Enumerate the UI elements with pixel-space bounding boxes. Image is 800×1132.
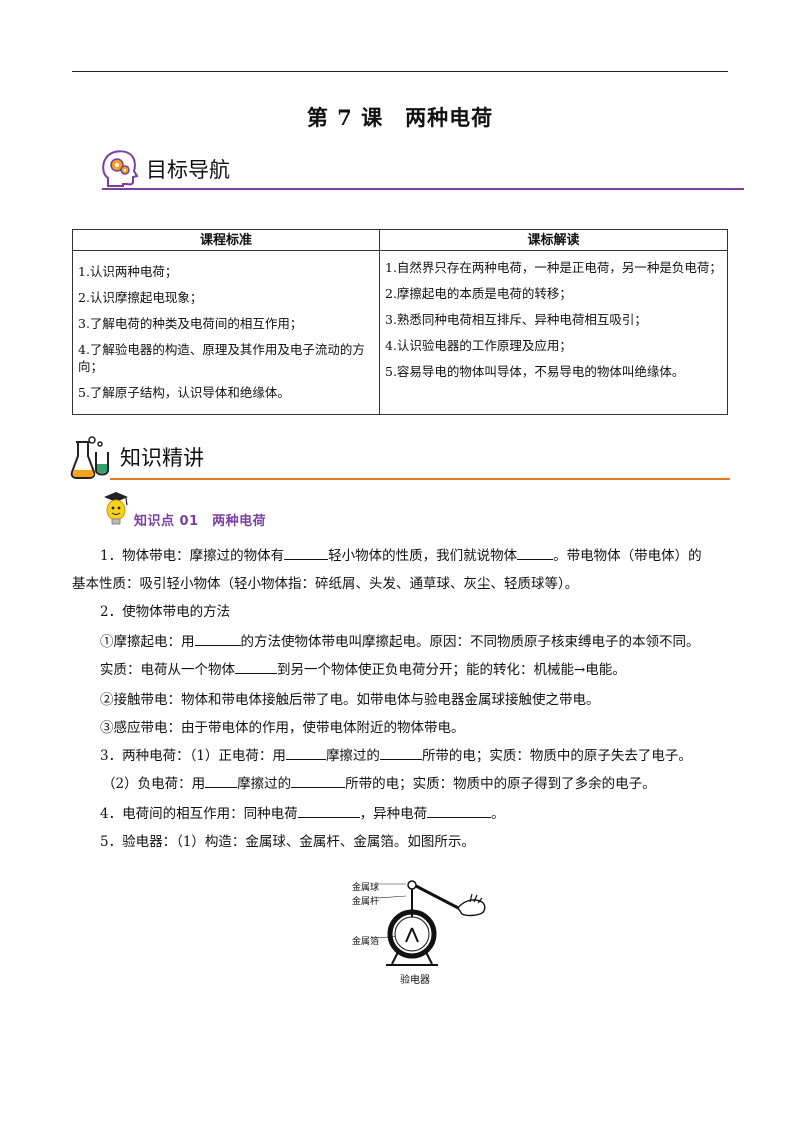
label-metal-rod: 金属杆	[352, 897, 380, 907]
text: 到另一个物体使正负电荷分开；能的转化：机械能→电能。	[277, 662, 626, 678]
paragraph: 3．两种电荷：（1）正电荷：用 摩擦过的 所带的电；实质：物质中的原子失去了电子。	[100, 744, 692, 764]
text: 。	[491, 806, 505, 822]
fill-blank	[291, 773, 346, 788]
text: 1．物体带电：摩擦过的物体有	[100, 548, 285, 564]
text: ①摩擦起电：用	[100, 634, 195, 650]
fill-blank	[517, 545, 554, 560]
paragraph: 2．使物体带电的方法	[100, 604, 231, 620]
paragraph: 4．电荷间的相互作用：同种电荷 ，异种电荷 。	[100, 802, 505, 822]
table-cell-interpretation: 1.自然界只存在两种电荷，一种是正电荷，另一种是负电荷； 2.摩擦起电的本质是电…	[379, 250, 728, 415]
list-item: 4.了解验电器的构造、原理及其作用及电子流动的方向；	[78, 342, 365, 374]
paragraph: 实质：电荷从一个物体 到另一个物体使正负电荷分开；能的转化：机械能→电能。	[100, 658, 626, 678]
section-title: 目标导航	[146, 158, 230, 182]
section-knowledge: 知识精讲	[70, 434, 730, 480]
fill-blank	[205, 773, 238, 788]
fill-blank	[427, 803, 492, 818]
section-rule	[102, 188, 744, 190]
table-cell-standards: 1.认识两种电荷； 2.认识摩擦起电现象； 3.了解电荷的种类及电荷间的相互作用…	[72, 250, 380, 415]
electroscope-figure: 金属球 金属杆 金属箔 验电器	[346, 872, 496, 986]
fill-blank	[297, 803, 360, 818]
knowledge-point-title: 知识点 01 两种电荷	[134, 514, 267, 529]
section-title: 知识精讲	[120, 446, 204, 470]
text: 的方法使物体带电叫摩擦起电。原因：不同物质原子核束缚电子的本领不同。	[240, 634, 700, 650]
scholar-bulb-icon	[104, 492, 128, 525]
list-item: 5.容易导电的物体叫导体，不易导电的物体叫绝缘体。	[385, 364, 685, 379]
text: 摩擦过的	[325, 748, 380, 764]
standards-table: 课程标准 课标解读 1.认识两种电荷； 2.认识摩擦起电现象； 3.了解电荷的种…	[72, 229, 728, 415]
text: 摩擦过的	[237, 776, 292, 792]
paragraph: （2）负电荷：用 摩擦过的 所带的电；实质：物质中的原子得到了多余的电子。	[102, 772, 656, 792]
section-goal-navigation: 目标导航	[98, 146, 748, 192]
fill-blank	[285, 745, 326, 760]
header-rule	[72, 71, 728, 72]
fill-blank	[235, 659, 277, 674]
electroscope-diagram	[377, 880, 486, 966]
table-row: 1.认识两种电荷； 2.认识摩擦起电现象； 3.了解电荷的种类及电荷间的相互作用…	[72, 250, 728, 415]
lab-flask-icon	[70, 436, 109, 479]
list-item: 2.摩擦起电的本质是电荷的转移；	[385, 286, 572, 301]
list-item: 4.认识验电器的工作原理及应用；	[385, 338, 572, 353]
lesson-title: 第 7 课 两种电荷	[306, 105, 494, 130]
text: （2）负电荷：用	[102, 776, 206, 792]
paragraph: ③感应带电：由于带电体的作用，使带电体附近的物体带电。	[100, 720, 465, 736]
paragraph: 基本性质：吸引轻小物体（轻小物体指：碎纸屑、头发、通草球、灰尘、轻质球等）。	[72, 576, 579, 592]
fill-blank	[379, 745, 422, 760]
text: 3．两种电荷：（1）正电荷：用	[100, 748, 286, 764]
text: ，异种电荷	[359, 806, 428, 822]
paragraph: 5．验电器：（1）构造：金属球、金属杆、金属箔。如图所示。	[100, 834, 475, 850]
fill-blank	[194, 631, 241, 646]
table-header-row: 课程标准 课标解读	[72, 229, 728, 251]
label-metal-ball: 金属球	[352, 883, 380, 893]
list-item: 3.熟悉同种电荷相互排斥、异种电荷相互吸引；	[385, 312, 647, 327]
text: 所带的电；实质：物质中的原子得到了多余的电子。	[345, 776, 656, 792]
paragraph: 1．物体带电：摩擦过的物体有 轻小物体的性质，我们就说物体 。带电物体（带电体）的	[100, 544, 702, 564]
label-metal-foil: 金属箔	[352, 937, 380, 947]
table-header: 课标解读	[379, 229, 728, 251]
list-item: 1.认识两种电荷；	[78, 264, 178, 279]
text: 实质：电荷从一个物体	[100, 662, 235, 678]
paragraph: ①摩擦起电：用 的方法使物体带电叫摩擦起电。原因：不同物质原子核束缚电子的本领不同…	[100, 630, 700, 650]
fill-blank	[284, 545, 329, 560]
list-item: 3.了解电荷的种类及电荷间的相互作用；	[78, 316, 303, 331]
head-gears-icon	[102, 150, 139, 187]
section-rule	[110, 478, 730, 480]
paragraph: ②接触带电：物体和带电体接触后带了电。如带电体与验电器金属球接触使之带电。	[100, 692, 600, 708]
text: 所带的电；实质：物质中的原子失去了电子。	[421, 748, 692, 764]
text: 4．电荷间的相互作用：同种电荷	[100, 806, 298, 822]
list-item: 1.自然界只存在两种电荷，一种是正电荷，另一种是负电荷；	[385, 260, 722, 275]
list-item: 5.了解原子结构，认识导体和绝缘体。	[78, 385, 290, 400]
knowledge-point-header: 知识点 01 两种电荷	[100, 490, 400, 529]
text: 。带电物体（带电体）的	[553, 548, 702, 564]
list-item: 2.认识摩擦起电现象；	[78, 290, 203, 305]
text: 轻小物体的性质，我们就说物体	[328, 548, 518, 564]
figure-caption: 验电器	[400, 975, 430, 986]
table-header: 课程标准	[72, 229, 380, 251]
